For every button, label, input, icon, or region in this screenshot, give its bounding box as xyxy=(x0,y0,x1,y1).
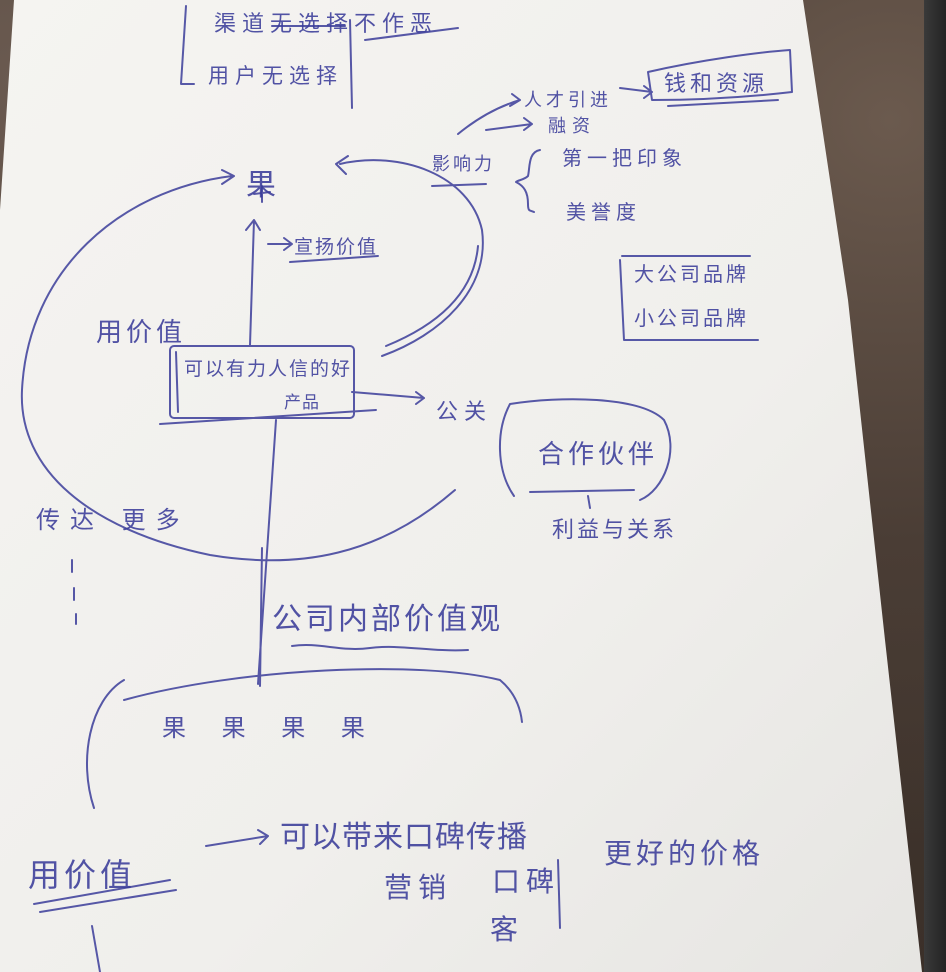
note-influence: 影响力 xyxy=(432,154,495,175)
partners-loop xyxy=(498,398,672,501)
company-wavy xyxy=(291,644,469,652)
note-center-box-tail: 产品 xyxy=(284,393,320,413)
partners-underline xyxy=(529,489,635,493)
note-big-brands: 大公司品牌 xyxy=(634,262,749,286)
money-box xyxy=(647,49,793,101)
note-money-resources: 钱和资源 xyxy=(664,72,769,97)
note-talent: 人才引进 xyxy=(524,90,612,111)
note-bottom-char: 客 xyxy=(490,913,525,946)
note-better-price: 更好的价格 xyxy=(604,837,765,870)
note-arrow-text: 可以带来口碑传播 xyxy=(280,820,528,855)
use-value-underline-2 xyxy=(39,889,177,913)
money-underline xyxy=(667,99,779,107)
note-fruits: 果 果 果 果 xyxy=(162,714,379,742)
result-stem xyxy=(253,185,271,203)
note-small-brands: 小公司品牌 xyxy=(634,306,749,330)
note-word-of-mouth: 口碑 xyxy=(492,865,561,898)
word-of-mouth-stem xyxy=(557,859,561,929)
note-use-value-top: 用价值 xyxy=(96,318,187,348)
fruits-bracket xyxy=(123,668,523,723)
screen-edge xyxy=(924,0,946,972)
arrow-to-pr xyxy=(351,391,425,405)
center-box-inner xyxy=(159,351,377,425)
note-left-vertical: 传达 更多 xyxy=(36,506,190,534)
note-marketing: 营销 xyxy=(384,871,453,904)
fruits-bracket-left xyxy=(86,679,125,809)
partners-stem xyxy=(587,495,591,509)
left-big-loop xyxy=(20,169,456,562)
note-financing: 融资 xyxy=(548,116,596,137)
vertical-from-box xyxy=(245,219,261,346)
note-use-value-bottom: 用价值 xyxy=(28,856,137,894)
paper-shape xyxy=(0,0,922,972)
top-bracket xyxy=(180,5,195,85)
note-reputation: 美誉度 xyxy=(566,200,641,224)
note-result: 果 xyxy=(246,168,282,203)
note-pr: 公关 xyxy=(436,400,493,425)
brand-box xyxy=(619,255,759,341)
bottom-stroke xyxy=(91,925,101,972)
note-top-line-2: 用户无选择 xyxy=(208,64,343,88)
bottom-arrow xyxy=(205,829,269,847)
spread-arrow xyxy=(267,237,293,251)
note-company-value: 公司内部价值观 xyxy=(272,602,503,637)
right-loop xyxy=(335,155,484,357)
note-profit-share: 利益与关系 xyxy=(552,518,678,543)
note-partners: 合作伙伴 xyxy=(538,440,659,470)
spread-underline xyxy=(289,255,379,263)
note-spread-value: 宣扬价值 xyxy=(294,236,379,258)
arrow-to-financing xyxy=(485,117,533,131)
top-underline xyxy=(364,27,459,41)
right-loop-2 xyxy=(385,245,479,347)
use-value-underline-1 xyxy=(33,879,171,905)
main-vertical-2 xyxy=(259,547,263,687)
note-top-line-1: 渠道无选择不作恶 xyxy=(214,12,439,37)
left-dotted xyxy=(71,559,77,625)
arrow-to-talent xyxy=(457,93,521,135)
top-stem xyxy=(349,19,353,109)
influence-underline xyxy=(431,183,487,187)
note-first-impression: 第一把印象 xyxy=(562,146,687,170)
arrow-to-money xyxy=(619,85,653,99)
note-center-box: 可以有力人信的好 xyxy=(184,358,353,380)
influence-brace xyxy=(515,149,541,213)
